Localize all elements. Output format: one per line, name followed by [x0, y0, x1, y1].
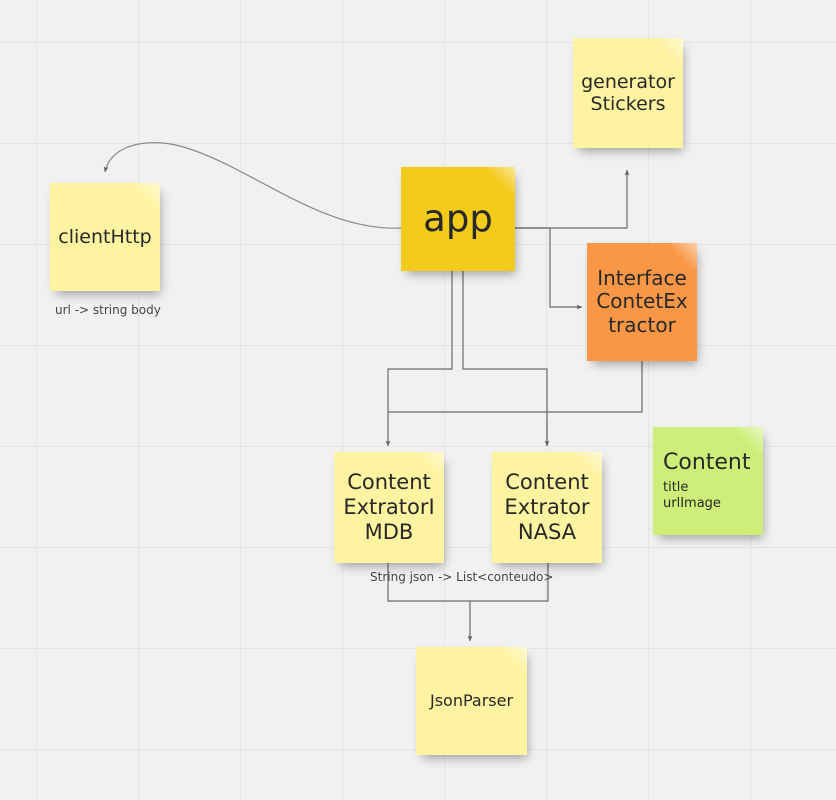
- note-interface-content-extractor[interactable]: Interface ContetEx tractor: [587, 243, 697, 361]
- note-extractor-imdb-line1: Content: [347, 470, 431, 495]
- edge-label-json-flow: String json -> List<conteudo>: [370, 570, 554, 584]
- note-content-model-field-title: title: [663, 479, 689, 495]
- note-extractor-imdb-line3: MDB: [364, 519, 414, 544]
- note-client-http-label: clientHttp: [58, 225, 152, 248]
- note-extractor-nasa-line3: NASA: [517, 519, 577, 544]
- edge-interface-to-extractors: [388, 361, 643, 413]
- edge-label-client-http: url -> string body: [55, 303, 161, 317]
- note-extractor-nasa-line1: Content: [505, 470, 589, 495]
- note-extractor-imdb-line2: ExtratorI: [343, 495, 435, 520]
- note-content-extractor-nasa[interactable]: Content Extrator NASA: [492, 452, 602, 563]
- note-json-parser-label: JsonParser: [429, 690, 514, 710]
- note-interface-line1: Interface: [597, 265, 687, 290]
- note-app[interactable]: app: [401, 167, 515, 271]
- note-content-extractor-imdb[interactable]: Content ExtratorI MDB: [334, 452, 444, 563]
- edge-app-to-generator: [515, 169, 630, 229]
- note-json-parser[interactable]: JsonParser: [416, 647, 527, 755]
- note-extractor-nasa-line2: Extrator: [504, 495, 590, 520]
- note-content-model-title: Content: [663, 449, 751, 475]
- note-generator-stickers-line2: Stickers: [590, 93, 666, 115]
- note-client-http[interactable]: clientHttp: [50, 183, 160, 291]
- note-content-model[interactable]: Content title urlImage: [653, 427, 763, 535]
- note-content-model-field-urlimage: urlImage: [663, 495, 721, 511]
- note-interface-line2: ContetEx: [596, 289, 688, 314]
- note-generator-stickers-line1: generator: [581, 70, 675, 93]
- edge-app-to-interface: [515, 227, 583, 310]
- note-generator-stickers[interactable]: generator Stickers: [573, 38, 683, 148]
- note-app-label: app: [423, 197, 493, 241]
- edge-app-to-extractor-imdb: [385, 271, 453, 447]
- edge-app-to-extractor-nasa: [462, 271, 548, 446]
- note-interface-line3: tractor: [608, 312, 676, 337]
